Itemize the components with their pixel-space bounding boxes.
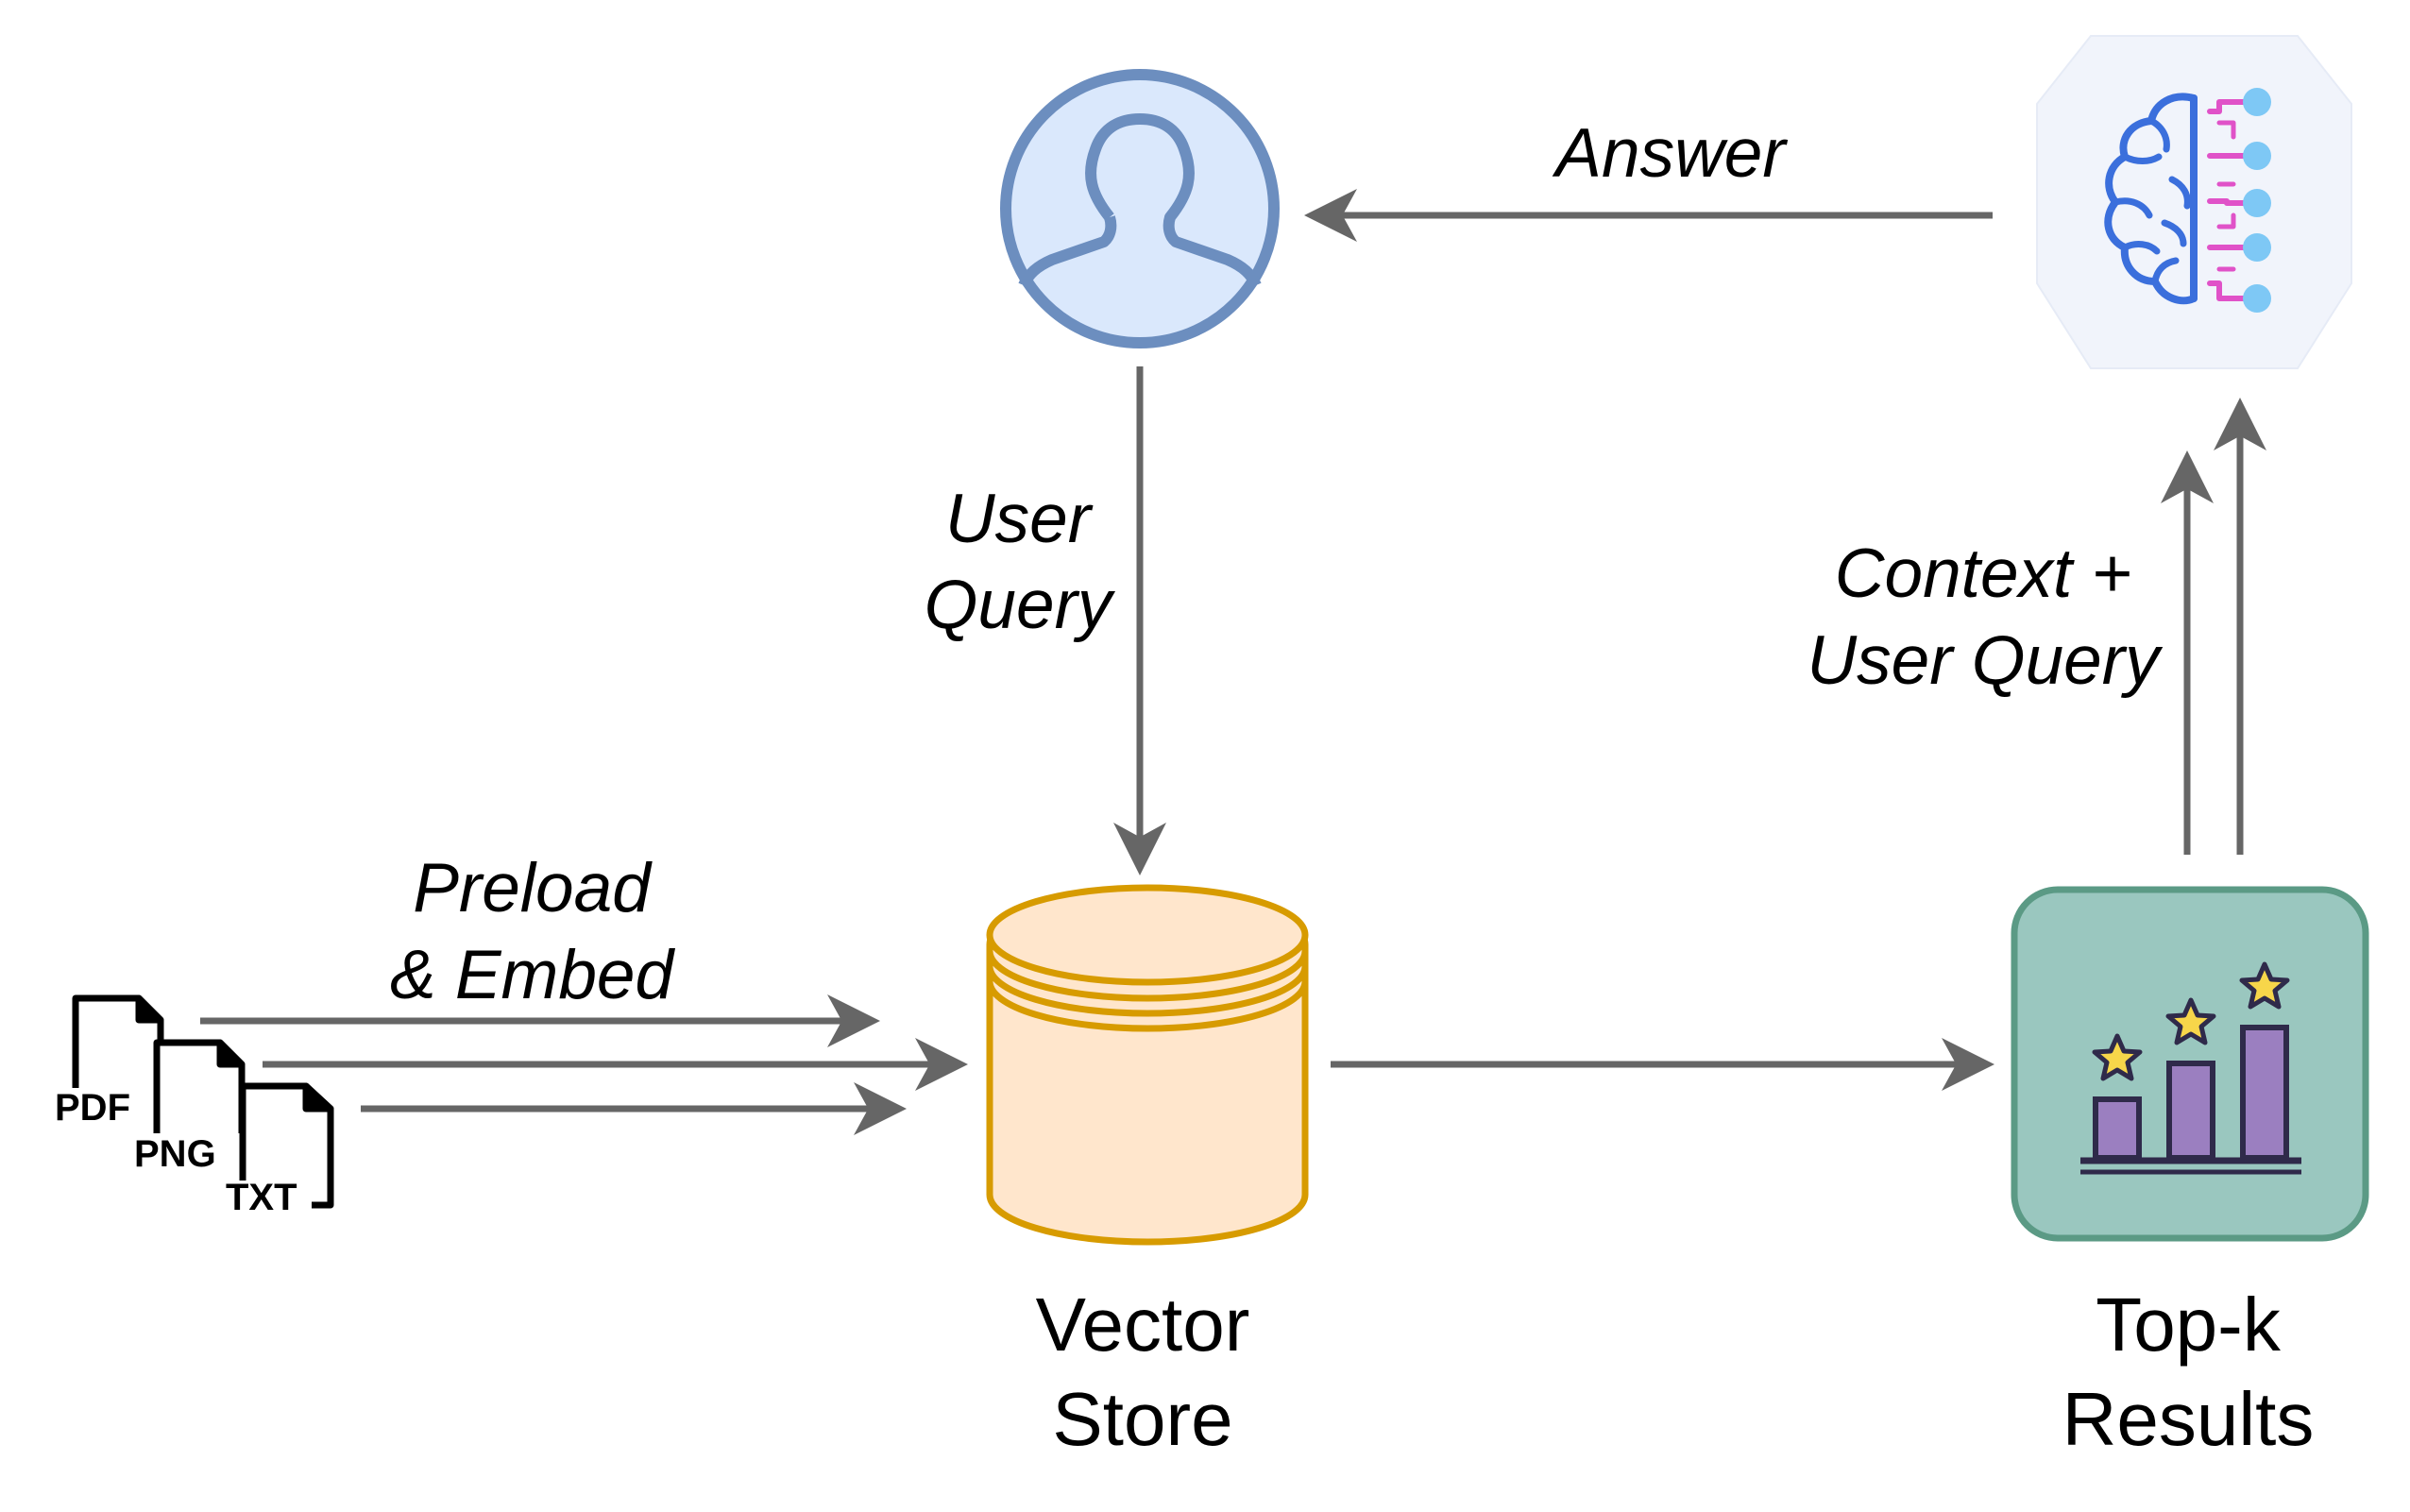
vector-store-label-line-1: Vector [1036, 1283, 1250, 1367]
preload-label-line-2: & Embed [390, 937, 676, 1013]
context-label-line-2: User Query [1807, 622, 2164, 699]
user-query-label-line-2: Query [925, 567, 1116, 643]
edges [200, 189, 2266, 1135]
file-type-txt: TXT [226, 1177, 297, 1218]
top-k-node: Top-k Results [2011, 886, 2369, 1461]
context-label-line-1: Context + [1835, 535, 2132, 612]
user-query-label-line-1: User [945, 481, 1094, 557]
preload-label-line-1: Preload [413, 850, 653, 926]
llm-node [2036, 35, 2352, 369]
top-k-label-line-1: Top-k [2096, 1283, 2282, 1367]
brain-circuit-icon [2104, 88, 2271, 313]
document-stack-icon [72, 994, 334, 1209]
answer-label: Answer [1552, 115, 1788, 192]
ranked-bar-chart-icon [2080, 961, 2301, 1175]
file-type-png: PNG [134, 1133, 216, 1175]
vector-store-label-line-2: Store [1052, 1377, 1232, 1461]
file-type-pdf: PDF [55, 1087, 130, 1129]
star-icon [2092, 1033, 2143, 1081]
user-node [1000, 69, 1280, 348]
user-circle [1000, 69, 1280, 348]
user-icon [1018, 113, 1262, 288]
vector-store-node: Vector Store [986, 884, 1309, 1461]
files-node: PDF PNG TXT [55, 994, 334, 1218]
top-k-label-line-2: Results [2062, 1377, 2315, 1461]
star-icon [2165, 997, 2216, 1045]
star-icon [2239, 961, 2290, 1010]
